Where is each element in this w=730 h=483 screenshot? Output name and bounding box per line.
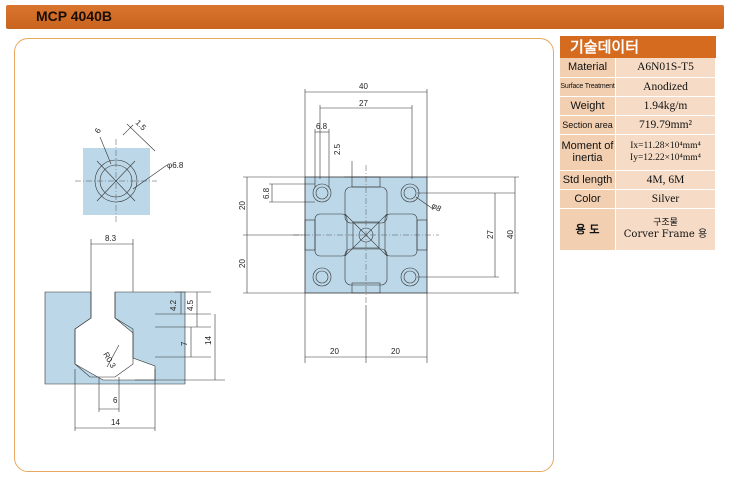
spec-value: 1.94kg/m (615, 96, 716, 116)
dim-profile-6-8-left: 6.8 (262, 187, 271, 199)
spec-value: Anodized (615, 77, 716, 97)
spec-value-ix: Ix=11.28×10⁴mm⁴ (630, 141, 701, 151)
dim-profile-27-right: 27 (486, 230, 495, 239)
spec-table: Material A6N01S-T5 Surface Treatment Ano… (560, 58, 716, 251)
dim-profile-20-bottom-right: 20 (391, 347, 400, 356)
spec-value: A6N01S-T5 (615, 58, 716, 78)
slot-section: 8.3 R0.3 4.2 4.5 7 14 6 14 (44, 234, 225, 431)
spec-label: Color (560, 189, 616, 209)
profile-section: 40 27 6.8 2.5 20 20 6.8 (238, 82, 519, 363)
spec-value-line2: Corver Frame 용 (623, 229, 708, 240)
dim-detail-6: 6 (93, 126, 103, 135)
dim-slot-4-5: 4.5 (186, 299, 195, 311)
dim-detail-phi68: φ6.8 (167, 161, 184, 170)
spec-value: 구조물 Corver Frame 용 (615, 208, 716, 251)
spec-row: Surface Treatment Anodized (560, 77, 716, 97)
spec-label: Material (560, 58, 616, 78)
technical-drawing: 6 1.5 φ6.8 8.3 R0.3 4.2 4.5 7 (44, 82, 519, 431)
dim-profile-6-8-top: 6.8 (316, 122, 328, 131)
dim-slot-4-2: 4.2 (169, 299, 178, 311)
dim-slot-14-v: 14 (204, 336, 213, 345)
spec-label: Std length (560, 170, 616, 190)
spec-value-line1: 구조물 (653, 218, 678, 228)
spec-panel: 기술데이터 Material A6N01S-T5 Surface Treatme… (560, 36, 716, 251)
spec-value: Ix=11.28×10⁴mm⁴ Iy=12.22×10⁴mm⁴ (615, 134, 716, 171)
fastener-detail: 6 1.5 φ6.8 (75, 118, 184, 223)
spec-row: Moment of inertia Ix=11.28×10⁴mm⁴ Iy=12.… (560, 134, 716, 171)
spec-row: Std length 4M, 6M (560, 170, 716, 190)
dim-profile-40-top: 40 (359, 82, 368, 91)
dim-profile-20-bottom-left: 20 (330, 347, 339, 356)
spec-row: Color Silver (560, 189, 716, 209)
model-title: MCP 4040B (36, 8, 113, 24)
spec-value: 4M, 6M (615, 170, 716, 190)
spec-label: Weight (560, 96, 616, 116)
drawing-frame: 6 1.5 φ6.8 8.3 R0.3 4.2 4.5 7 (14, 38, 554, 472)
dim-slot-7: 7 (180, 341, 189, 346)
dim-slot-8-3: 8.3 (105, 234, 117, 243)
dim-slot-6: 6 (113, 396, 118, 405)
spec-row: Section area 719.79mm² (560, 115, 716, 135)
dim-profile-27-top: 27 (359, 99, 368, 108)
spec-value-iy: Iy=12.22×10⁴mm⁴ (630, 153, 701, 163)
dim-slot-14-h: 14 (111, 418, 120, 427)
dim-slot-r03: R0.3 (101, 351, 118, 371)
dim-profile-phi8: φ8 (430, 201, 443, 214)
spec-label: Moment of inertia (560, 134, 616, 171)
spec-label: Section area (560, 115, 616, 135)
spec-row: 용 도 구조물 Corver Frame 용 (560, 208, 716, 251)
dim-profile-40-right: 40 (506, 230, 515, 239)
spec-row: Material A6N01S-T5 (560, 58, 716, 78)
spec-label: 용 도 (560, 208, 616, 251)
spec-row: Weight 1.94kg/m (560, 96, 716, 116)
spec-label: Surface Treatment (560, 77, 616, 97)
dim-detail-1-5: 1.5 (134, 118, 149, 133)
header-bar: MCP 4040B (6, 5, 724, 29)
spec-title: 기술데이터 (560, 36, 716, 58)
dim-profile-20-left-top: 20 (238, 201, 247, 210)
dim-profile-20-left-bottom: 20 (238, 259, 247, 268)
spec-value: 719.79mm² (615, 115, 716, 135)
spec-value: Silver (615, 189, 716, 209)
dim-profile-2-5: 2.5 (333, 143, 342, 155)
